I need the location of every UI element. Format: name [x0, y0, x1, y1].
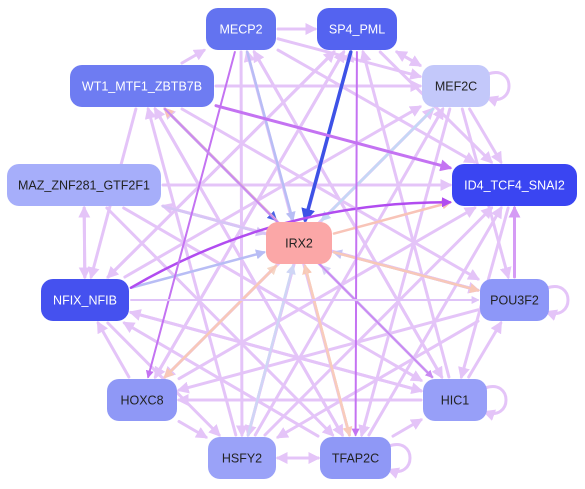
node-label: MAZ_ZNF281_GTF2F1: [18, 179, 150, 193]
edge-mef2c-to-sp4_pml: [394, 50, 422, 67]
self-loops-layer: [386, 71, 570, 479]
node-box: [107, 379, 177, 421]
self-loop-pou3f2: [544, 285, 570, 321]
nodes-layer: MECP2 SP4_PML WT1_MTF1_ZBTB7B MEF2C MAZ_ZNF2…: [7, 8, 577, 479]
edge-hoxc8-to-hsfy2: [177, 419, 209, 439]
edge-irx2-to-pou3f2: [332, 251, 480, 294]
node-label: ID4_TCF4_SNAI2: [464, 179, 565, 193]
edge-hoxc8-to-id4_tcf4_snai2: [177, 206, 477, 381]
node-nfix_nfib[interactable]: NFIX_NFIB: [41, 279, 129, 321]
node-mecp2[interactable]: MECP2: [206, 8, 276, 50]
edge-tfap2c-to-id4_tcf4_snai2: [367, 205, 503, 437]
edge-mef2c-to-irx2: [320, 107, 435, 222]
edge-nfix_nfib-to-hic1: [129, 310, 424, 395]
self-loop-hic1: [482, 385, 508, 421]
edge-irx2-to-id4_tcf4_snai2: [332, 199, 452, 235]
node-box: [266, 222, 332, 264]
edge-nfix_nfib-to-irx2: [129, 249, 266, 289]
edge-mecp2-to-hsfy2: [235, 50, 248, 438]
edge-wt1_mtf1_zbtb7b-to-mecp2: [180, 48, 207, 65]
node-box: [320, 437, 391, 479]
node-box: [317, 8, 397, 50]
node-mef2c[interactable]: MEF2C: [422, 65, 490, 107]
node-box: [70, 65, 214, 107]
node-label: SP4_PML: [329, 23, 385, 37]
node-maz_znf281_gtf2f1[interactable]: MAZ_ZNF281_GTF2F1: [7, 164, 161, 206]
edge-hoxc8-to-nfix_nfib: [96, 320, 131, 379]
self-loop-mef2c: [485, 71, 511, 107]
edge-irx2-to-tfap2c: [303, 264, 353, 437]
node-box: [7, 164, 161, 206]
edge-pou3f2-to-hoxc8: [176, 308, 480, 394]
edge-wt1_mtf1_zbtb7b-to-pou3f2: [180, 107, 481, 281]
edge-maz_znf281_gtf2f1-to-irx2: [161, 205, 266, 237]
node-wt1_mtf1_zbtb7b[interactable]: WT1_MTF1_ZBTB7B: [70, 65, 214, 107]
edge-wt1_mtf1_zbtb7b-to-id4_tcf4_snai2: [214, 104, 453, 172]
edge-wt1_mtf1_zbtb7b-to-tfap2c: [153, 107, 344, 438]
node-label: WT1_MTF1_ZBTB7B: [82, 80, 202, 94]
edge-mecp2-to-id4_tcf4_snai2: [276, 48, 477, 164]
edge-mecp2-to-irx2: [245, 50, 296, 222]
node-tfap2c[interactable]: TFAP2C: [320, 437, 391, 479]
node-hic1[interactable]: HIC1: [423, 379, 487, 421]
node-label: IRX2: [285, 237, 313, 251]
node-box: [208, 437, 276, 479]
edge-maz_znf281_gtf2f1-to-hic1: [122, 206, 424, 382]
node-hsfy2[interactable]: HSFY2: [208, 437, 276, 479]
edges-layer: [78, 23, 521, 464]
edge-hsfy2-to-mef2c: [253, 106, 445, 437]
self-loop-tfap2c: [386, 443, 412, 479]
node-label: MEF2C: [435, 80, 477, 94]
node-label: MECP2: [219, 23, 262, 37]
edge-tfap2c-to-hic1: [391, 418, 424, 438]
edge-sp4_pml-to-tfap2c: [351, 51, 360, 437]
node-box: [41, 279, 129, 321]
node-box: [423, 379, 487, 421]
node-label: HOXC8: [120, 394, 163, 408]
edge-hsfy2-to-irx2: [246, 264, 296, 437]
node-pou3f2[interactable]: POU3F2: [480, 279, 549, 321]
node-box: [480, 279, 549, 321]
edge-mecp2-to-hoxc8: [145, 51, 236, 379]
node-label: TFAP2C: [332, 452, 379, 466]
edge-irx2-to-hoxc8: [163, 264, 278, 379]
node-box: [206, 8, 276, 50]
node-sp4_pml[interactable]: SP4_PML: [317, 8, 397, 50]
node-irx2[interactable]: IRX2: [266, 222, 332, 264]
edge-maz_znf281_gtf2f1-to-nfix_nfib: [78, 206, 91, 280]
edge-nfix_nfib-to-mef2c: [123, 105, 423, 279]
node-box: [452, 164, 577, 206]
node-label: NFIX_NFIB: [53, 294, 117, 308]
node-label: HIC1: [441, 394, 470, 408]
node-hoxc8[interactable]: HOXC8: [107, 379, 177, 421]
edge-hic1-to-pou3f2: [467, 320, 503, 379]
node-label: HSFY2: [222, 452, 262, 466]
node-id4_tcf4_snai2[interactable]: ID4_TCF4_SNAI2: [452, 164, 577, 206]
node-box: [422, 65, 490, 107]
edge-sp4_pml-to-hoxc8: [153, 50, 346, 380]
node-label: POU3F2: [490, 294, 539, 308]
edge-mef2c-to-id4_tcf4_snai2: [468, 107, 503, 165]
edge-mecp2-to-hic1: [252, 50, 444, 380]
